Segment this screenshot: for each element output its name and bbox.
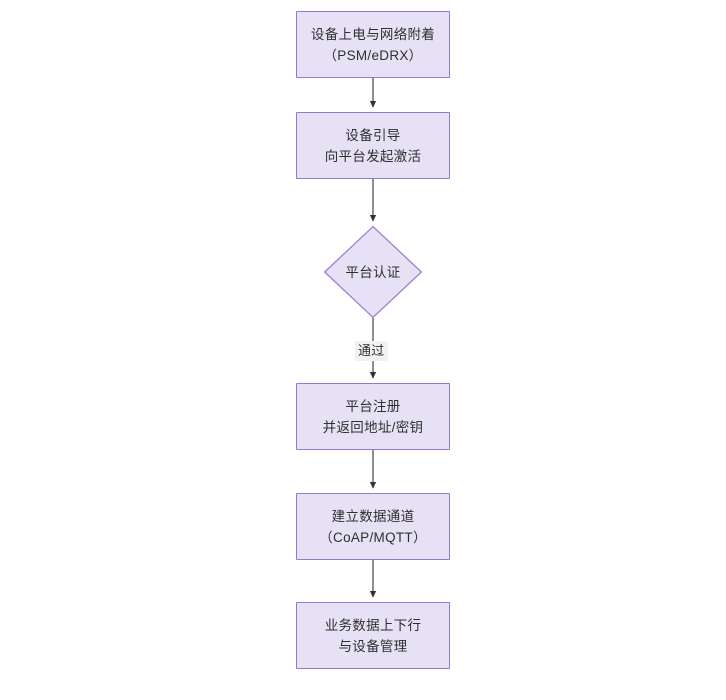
node-device-bootstrap[interactable]: 设备引导 向平台发起激活 bbox=[296, 112, 450, 179]
node-business-data[interactable]: 业务数据上下行 与设备管理 bbox=[296, 602, 450, 669]
node-label: 平台认证 bbox=[345, 264, 401, 280]
node-platform-auth-decision[interactable]: 平台认证 bbox=[324, 226, 422, 318]
diamond-shape bbox=[324, 226, 422, 318]
node-data-channel[interactable]: 建立数据通道 （CoAP/MQTT） bbox=[296, 493, 450, 560]
node-platform-registration[interactable]: 平台注册 并返回地址/密钥 bbox=[296, 383, 450, 450]
node-label: 平台注册 并返回地址/密钥 bbox=[322, 398, 424, 435]
node-label: 建立数据通道 （CoAP/MQTT） bbox=[319, 508, 427, 545]
node-device-power-on[interactable]: 设备上电与网络附着 （PSM/eDRX） bbox=[296, 11, 450, 78]
node-label: 设备引导 向平台发起激活 bbox=[324, 127, 422, 164]
node-label: 业务数据上下行 与设备管理 bbox=[324, 617, 422, 654]
edge-label-pass: 通过 bbox=[355, 341, 388, 361]
node-label: 设备上电与网络附着 （PSM/eDRX） bbox=[310, 26, 436, 63]
